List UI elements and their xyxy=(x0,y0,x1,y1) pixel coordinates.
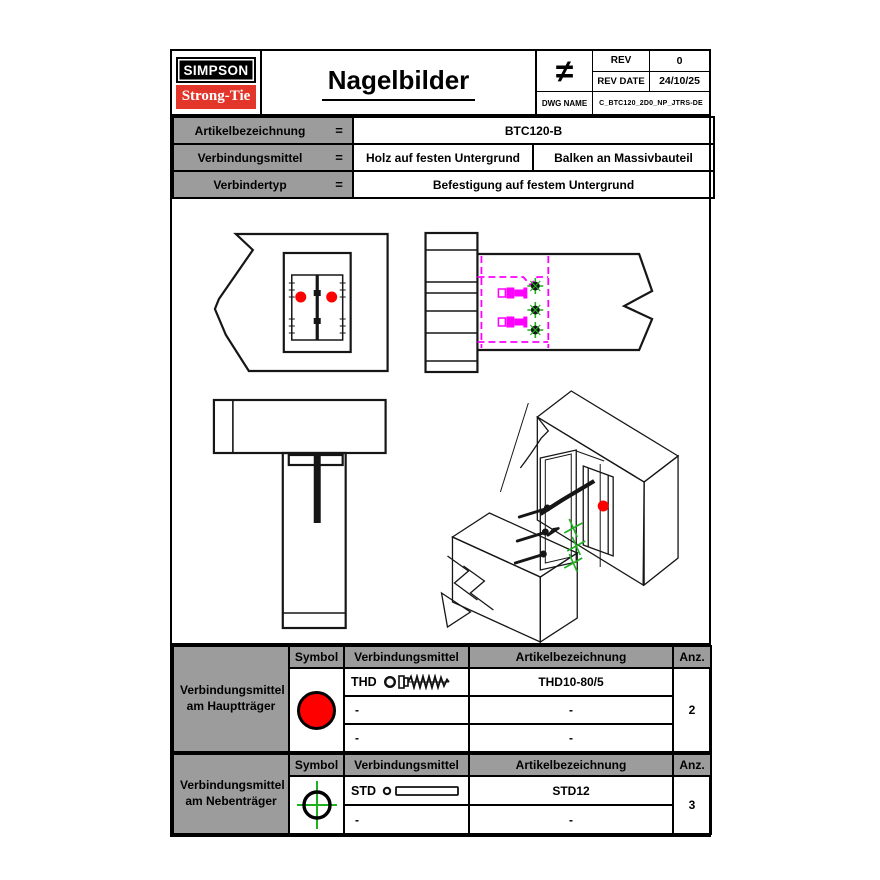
column-header-anzahl: Anz. xyxy=(672,645,712,669)
view-top-plan xyxy=(213,232,389,373)
revision-block: ≠ REV 0 REV DATE 24/10/25 DWG NAME C_BTC… xyxy=(537,51,709,114)
rev-value: 0 xyxy=(650,51,709,72)
info-label-cell: Verbindertyp = xyxy=(172,170,354,199)
column-header-verbindungsmittel: Verbindungsmittel xyxy=(343,753,470,777)
fastener-cell: THD xyxy=(343,667,470,697)
article-cell: - xyxy=(468,804,674,835)
fastener-cell: - xyxy=(343,804,470,835)
info-value: Befestigung auf festem Untergrund xyxy=(351,170,716,199)
view-isometric xyxy=(440,390,680,643)
title-cell: Nagelbilder xyxy=(262,51,537,114)
info-label: Verbindertyp xyxy=(213,177,287,192)
table-row: Artikelbezeichnung = BTC120-B xyxy=(172,116,716,145)
table-row: - - xyxy=(173,695,711,725)
dwg-name-label: DWG NAME xyxy=(537,92,593,114)
page-title: Nagelbilder xyxy=(321,65,476,101)
view-front-elevation xyxy=(212,398,387,630)
article-cell: THD10-80/5 xyxy=(468,667,674,697)
fastener-code: THD xyxy=(351,675,377,689)
rev-label: REV xyxy=(593,51,650,72)
column-header-symbol: Symbol xyxy=(288,753,345,777)
fastener-cell: - xyxy=(343,723,470,753)
technical-drawing xyxy=(212,231,680,643)
projection-symbol-icon: ≠ xyxy=(537,51,593,92)
rev-date-value: 24/10/25 xyxy=(650,72,709,92)
screw-side-symbol xyxy=(497,287,528,299)
screw-marker xyxy=(295,291,307,303)
info-value: Balken an Massivbauteil xyxy=(531,143,716,172)
rev-date-label: REV DATE xyxy=(593,71,650,92)
hidden-connector-outline xyxy=(477,256,550,348)
table-header-row: Verbindungsmittel am Hauptträger Symbol … xyxy=(172,645,712,753)
table-row: - - xyxy=(173,723,711,753)
countersunk-screw-icon xyxy=(383,674,450,690)
info-label: Artikelbezeichnung xyxy=(194,123,306,138)
fastener-table-hauptraeger: Verbindungsmittel am Hauptträger Symbol … xyxy=(172,645,712,753)
table-row: Verbindertyp = Befestigung auf festem Un… xyxy=(172,170,716,199)
screw-side-symbol xyxy=(497,316,528,328)
dowel-symbols xyxy=(527,278,544,338)
article-cell: - xyxy=(468,723,674,753)
symbol-cell xyxy=(288,667,345,753)
column-header-symbol: Symbol xyxy=(288,645,345,669)
info-value: BTC120-B xyxy=(351,116,716,145)
symbol-red-circle xyxy=(297,690,336,730)
screw-marker xyxy=(597,500,609,512)
section-label: Verbindungsmittel am Nebenträger xyxy=(172,753,290,835)
table-row: Verbindungsmittel = Holz auf festen Unte… xyxy=(172,143,716,172)
drawing-area xyxy=(172,199,709,645)
equals-sign: = xyxy=(335,123,343,138)
info-table: Artikelbezeichnung = BTC120-B Verbindung… xyxy=(172,116,716,199)
dwg-name-value: C_BTC120_2D0_NP_JTRS-DE xyxy=(599,99,703,107)
column-header-artikelbezeichnung: Artikelbezeichnung xyxy=(468,753,674,777)
logo-strongtie-text: Strong-Tie xyxy=(176,84,256,109)
info-label-cell: Verbindungsmittel = xyxy=(172,143,354,172)
logo-simpson-text: SIMPSON xyxy=(176,56,256,83)
symbol-cell xyxy=(288,775,345,835)
info-label-cell: Artikelbezeichnung = xyxy=(172,116,354,145)
info-label: Verbindungsmittel xyxy=(197,150,303,165)
count-cell: 3 xyxy=(672,775,712,835)
simpson-strongtie-logo: SIMPSON Strong-Tie xyxy=(172,51,262,114)
equals-sign: = xyxy=(335,150,343,165)
table-header-row: Verbindungsmittel am Nebenträger Symbol … xyxy=(172,753,712,835)
column-header-artikelbezeichnung: Artikelbezeichnung xyxy=(468,645,674,669)
table-row: THD THD10-80/5 2 xyxy=(173,667,712,753)
table-row: STD STD12 3 xyxy=(173,775,712,835)
screw-marker xyxy=(326,291,338,303)
column-header-verbindungsmittel: Verbindungsmittel xyxy=(343,645,470,669)
article-cell: STD12 xyxy=(468,775,674,806)
title-block: SIMPSON Strong-Tie Nagelbilder ≠ REV 0 R… xyxy=(172,51,709,116)
section-label: Verbindungsmittel am Hauptträger xyxy=(172,645,290,753)
dowel-icon xyxy=(382,785,459,796)
count-cell: 2 xyxy=(672,667,712,753)
article-cell: - xyxy=(468,695,674,725)
fastener-table-nebentraeger: Verbindungsmittel am Nebenträger Symbol … xyxy=(172,753,712,835)
view-side-section xyxy=(424,231,654,374)
drawing-sheet: SIMPSON Strong-Tie Nagelbilder ≠ REV 0 R… xyxy=(170,49,716,837)
info-value: Holz auf festen Untergrund xyxy=(352,143,534,172)
equals-sign: = xyxy=(335,177,343,192)
fastener-code: STD xyxy=(351,783,376,798)
table-row: - - xyxy=(173,804,711,835)
column-header-anzahl: Anz. xyxy=(672,753,712,777)
symbol-crosshair-icon xyxy=(296,781,337,829)
fastener-cell: STD xyxy=(343,775,470,806)
fastener-cell: - xyxy=(343,695,470,725)
